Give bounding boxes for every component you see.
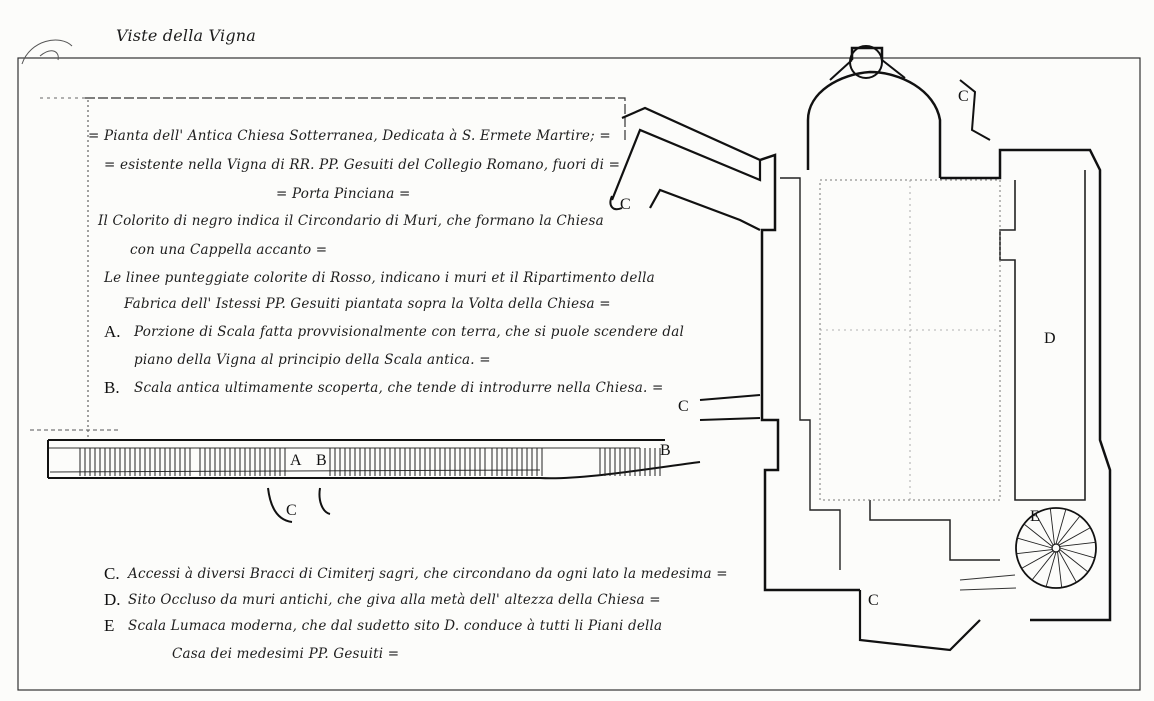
legend-key-a: A. — [104, 322, 121, 341]
legend-text-c: Accessi à diversi Bracci di Cimiterj sag… — [128, 566, 728, 582]
church-walls — [699, 45, 1112, 652]
corner-scribble — [21, 39, 73, 65]
plan-label-c: C — [868, 592, 879, 609]
description-line: Le linee punteggiate colorite di Rosso, … — [104, 270, 655, 286]
spiral-step — [1059, 547, 1095, 559]
legend-text-e: Casa dei medesimi PP. Gesuiti = — [172, 646, 400, 662]
spiral-step — [1045, 551, 1057, 587]
spiral-step — [1016, 549, 1053, 555]
text-box-top — [85, 97, 626, 140]
spiral-step — [1058, 550, 1077, 583]
spiral-step — [1058, 527, 1091, 546]
plan-label-c: C — [620, 196, 631, 213]
spiral-step — [1023, 523, 1053, 547]
plan-label-c: C — [678, 398, 689, 415]
spiral-step — [1017, 537, 1053, 549]
outer-frame — [17, 57, 1141, 691]
description-line: = Pianta dell' Antica Chiesa Sotterranea… — [88, 128, 611, 144]
spiral-step — [1059, 549, 1089, 573]
description-line: = esistente nella Vigna di RR. PP. Gesui… — [104, 157, 621, 173]
plan-label-a: A — [290, 452, 302, 469]
diagonal-passage-c — [609, 106, 762, 231]
staircase-corridor — [30, 429, 701, 480]
legend-key-e: E — [104, 616, 115, 635]
description-line: = Porta Pinciana = — [276, 186, 411, 202]
plan-label-c: C — [286, 502, 297, 519]
plan-label-b: B — [660, 442, 671, 459]
legend-key-b: B. — [104, 378, 120, 397]
legend-text-e: Scala Lumaca moderna, che dal sudetto si… — [128, 618, 663, 634]
spiral-step — [1059, 541, 1096, 547]
plan-label-d: D — [1044, 330, 1056, 347]
legend-text-d: Sito Occluso da muri antichi, che giva a… — [128, 592, 661, 608]
spiral-step — [1055, 509, 1067, 545]
plan-label-c: C — [958, 88, 969, 105]
legend-text-b: Scala antica ultimamente scoperta, che t… — [134, 380, 664, 396]
description-line: Il Colorito di negro indica il Circondar… — [98, 213, 604, 229]
spiral-step — [1057, 515, 1081, 545]
legend-key-c: C. — [104, 564, 120, 583]
spiral-step — [1021, 550, 1054, 569]
legend-key-d: D. — [104, 590, 121, 609]
spiral-step — [1057, 551, 1063, 588]
spiral-step — [1031, 551, 1055, 581]
plan-label-e: E — [1030, 508, 1040, 525]
sheet-title: Viste della Vigna — [116, 26, 257, 45]
spiral-step — [1049, 508, 1055, 545]
plan-label-b: B — [316, 452, 327, 469]
legend-text-a: Porzione di Scala fatta provvisionalment… — [134, 324, 684, 340]
description-line: Fabrica dell' Istessi PP. Gesuiti pianta… — [124, 296, 611, 312]
legend-text-a: piano della Vigna al principio della Sca… — [134, 352, 491, 368]
spiral-staircase-e — [1015, 507, 1097, 589]
spiral-step — [1035, 513, 1054, 546]
description-line: con una Cappella accanto = — [130, 242, 328, 258]
